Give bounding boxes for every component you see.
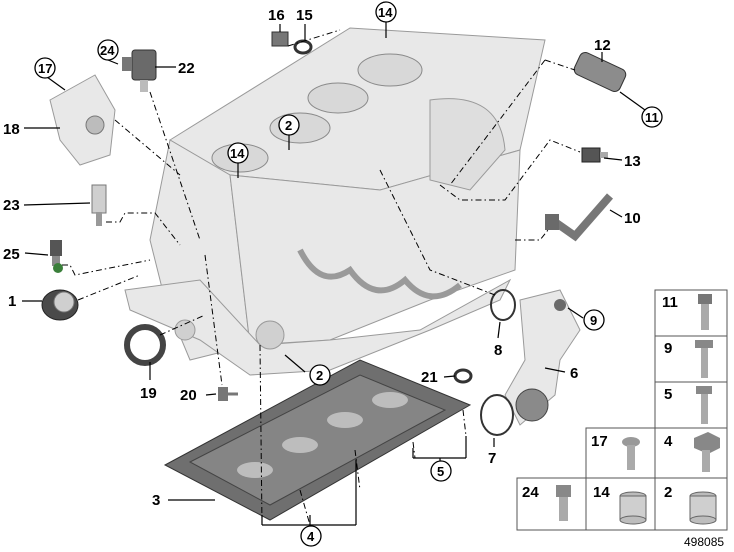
pin-part-20 xyxy=(218,387,238,401)
callout-5: 5 xyxy=(437,464,444,479)
bolt-part-24 xyxy=(122,57,132,71)
callout-24: 24 xyxy=(100,43,115,58)
plug-part-1 xyxy=(41,289,79,321)
solenoid-part-22 xyxy=(131,49,157,92)
bolt-icon xyxy=(694,432,720,472)
cylinder-bore-4 xyxy=(357,53,423,87)
callout-23: 23 xyxy=(3,197,20,214)
bolt-icon xyxy=(696,386,712,424)
bolt-icon xyxy=(698,294,712,330)
bracket-part-18 xyxy=(49,74,116,166)
callout-labels: 1 25 23 18 17 24 22 16 15 14 2 14 12 11 … xyxy=(3,5,659,544)
callout-7: 7 xyxy=(488,450,496,467)
oring-part-8 xyxy=(490,289,516,321)
valve-part-23 xyxy=(91,184,107,226)
legend-label-9: 9 xyxy=(664,340,672,357)
sensor-part-13 xyxy=(581,147,608,163)
bolt-part-16 xyxy=(271,31,289,47)
callout-2-top: 2 xyxy=(285,118,292,133)
oring-part-7 xyxy=(480,394,514,436)
legend-label-4: 4 xyxy=(664,433,673,450)
screw-icon xyxy=(622,437,640,470)
bedplate-part xyxy=(163,359,472,521)
callout-9: 9 xyxy=(590,313,597,328)
callout-15: 15 xyxy=(296,7,313,24)
installation-lines xyxy=(62,29,581,526)
callout-20: 20 xyxy=(180,387,197,404)
legend-label-14: 14 xyxy=(593,484,610,501)
callout-21: 21 xyxy=(421,369,438,386)
callout-2-bottom: 2 xyxy=(316,368,323,383)
housing-part-6 xyxy=(504,289,581,426)
callout-circles xyxy=(34,1,663,547)
legend-label-2: 2 xyxy=(664,484,672,501)
callout-13: 13 xyxy=(624,153,641,170)
callout-22: 22 xyxy=(178,60,195,77)
callout-14-top: 14 xyxy=(378,5,393,20)
callout-8: 8 xyxy=(494,342,502,359)
sensor-part-25 xyxy=(50,240,63,273)
callout-14-bore: 14 xyxy=(230,146,245,161)
callout-17: 17 xyxy=(38,61,52,76)
seal-part-19 xyxy=(124,324,166,366)
callout-10: 10 xyxy=(624,210,641,227)
callout-25: 25 xyxy=(3,246,20,263)
fastener-legend-grid: 11 9 5 17 4 24 14 xyxy=(516,289,728,531)
sleeve-icon xyxy=(689,491,717,525)
legend-label-5: 5 xyxy=(664,386,672,403)
callout-16: 16 xyxy=(268,7,285,24)
diagram-id: 498085 xyxy=(684,535,724,549)
sleeve-icon xyxy=(619,491,647,525)
leader-lines xyxy=(22,21,646,535)
legend-label-11: 11 xyxy=(662,294,678,311)
sensor-part-12 xyxy=(573,52,627,92)
pipe-part-10 xyxy=(545,193,614,242)
callout-11: 11 xyxy=(645,110,659,125)
legend-label-24: 24 xyxy=(522,484,539,501)
callout-1: 1 xyxy=(8,293,16,310)
callout-4: 4 xyxy=(307,529,315,544)
callout-19: 19 xyxy=(140,385,157,402)
bolt-icon xyxy=(556,485,571,521)
washer-part-21 xyxy=(453,368,473,384)
legend-label-17: 17 xyxy=(591,433,608,450)
bolt-icon xyxy=(695,340,713,378)
callout-12: 12 xyxy=(594,37,611,54)
cylinder-bore-3 xyxy=(307,82,369,114)
callout-3: 3 xyxy=(152,492,160,509)
callout-6: 6 xyxy=(570,365,578,382)
callout-18: 18 xyxy=(3,121,20,138)
